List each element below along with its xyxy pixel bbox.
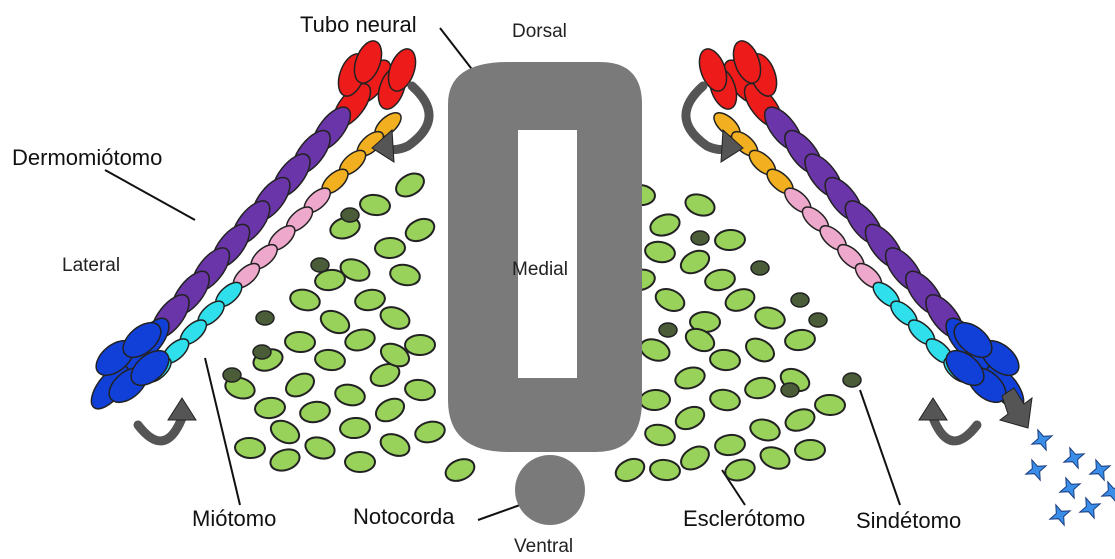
sclerotome-cell [267, 416, 303, 447]
sclerotome-cell [282, 369, 318, 401]
sclerotome-cell [303, 434, 338, 462]
leader-line [860, 390, 900, 505]
star-cell-icon [1050, 505, 1070, 525]
sclerotome-cell [649, 458, 681, 482]
curved-arrow-icon [933, 418, 977, 441]
sclerotome-dark-cell [781, 383, 799, 397]
sclerotome-dark-cell [843, 373, 861, 387]
star-cell-icon [1032, 430, 1052, 450]
sclerotome-cell [372, 394, 408, 426]
sclerotome-cell [795, 439, 826, 460]
sclerotome-cell [284, 331, 315, 353]
sclerotome-cell [652, 285, 688, 315]
sclerotome-dark-cell [223, 368, 241, 382]
sclerotome-dark-cell [341, 208, 359, 222]
star-cell-icon [1090, 460, 1110, 480]
sclerotome-cell [333, 382, 367, 408]
sclerotome-dark-cell [311, 258, 329, 272]
label-sindetomo: Sindétomo [856, 510, 961, 532]
sclerotome-cell [714, 229, 745, 251]
sclerotome-cell [339, 417, 371, 440]
label-ventral: Ventral [514, 537, 573, 556]
sclerotome-dark-cell [791, 293, 809, 307]
sclerotome-dark-cell [253, 345, 271, 359]
sclerotome-cell [648, 211, 683, 239]
leader-line [105, 170, 195, 220]
sclerotome-cell [748, 416, 782, 443]
sclerotome-cell [683, 191, 718, 220]
sclerotome-dark-cell [809, 313, 827, 327]
label-medial: Medial [512, 260, 568, 279]
sclerotome-cell [782, 405, 817, 434]
sclerotome-cell [757, 443, 792, 472]
sclerotome-dark-cell [751, 261, 769, 275]
sclerotome-cell [377, 303, 412, 333]
sclerotome-cell [708, 387, 741, 412]
sclerotome-cell [722, 285, 757, 315]
sclerotome-cell [392, 169, 428, 201]
sclerotome-cell [298, 400, 331, 425]
sclerotome-dark-cell [256, 311, 274, 325]
star-cell-icon [1060, 478, 1080, 498]
sclerotome-cell [643, 240, 676, 265]
sclerotome-cell [345, 452, 375, 472]
sclerotome-cell [643, 422, 677, 448]
sclerotome-cell [359, 193, 391, 217]
sclerotome-cell [442, 455, 477, 485]
sclerotome-cell [405, 335, 435, 356]
sclerotome-cell [815, 394, 846, 415]
star-cell-icon [1080, 498, 1100, 518]
arrow-right-icon [1000, 388, 1032, 428]
sclerotome-cell [402, 215, 438, 246]
sclerotome-dark-cell [691, 231, 709, 245]
curved-arrow-icon [138, 418, 182, 441]
sclerotome-cell [714, 433, 746, 457]
sclerotome-cell [672, 402, 708, 433]
sclerotome-cell [314, 348, 346, 372]
star-cell-icon [1102, 482, 1115, 502]
sclerotome-cell [375, 237, 406, 258]
sclerotome-cell [709, 348, 741, 371]
sclerotome-cell [677, 246, 713, 277]
sclerotome-cell [612, 455, 648, 486]
sclerotome-cell [703, 267, 736, 292]
sclerotome-dark-cell [659, 323, 677, 337]
sclerotome-cell [288, 287, 322, 314]
sclerotome-cell [743, 375, 777, 401]
label-notocorda: Notocorda [353, 506, 455, 528]
label-dermomiotomo: Dermomiótomo [12, 147, 162, 169]
sclerotome-cell [673, 364, 708, 392]
curved-arrow-icon-head [168, 398, 196, 420]
sclerotome-cell [784, 328, 816, 352]
sclerotome-cell [234, 437, 265, 459]
sclerotome-cell [413, 419, 447, 446]
curved-arrow-icon-head [919, 398, 947, 420]
sclerotome-cell [317, 306, 353, 337]
label-esclerotomo: Esclerótomo [683, 508, 805, 530]
label-miotomo: Miótomo [192, 508, 276, 530]
sclerotome-cell [637, 335, 672, 364]
sclerotome-cell [388, 262, 422, 288]
star-cell-icon [1026, 460, 1046, 480]
sclerotome-cell [268, 446, 303, 475]
sclerotome-cell [404, 378, 437, 402]
star-cell-icon [1064, 448, 1084, 468]
neural-tube [448, 62, 642, 452]
sclerotome-cell [639, 389, 670, 411]
sclerotome-cell [753, 304, 787, 331]
sclerotome-cell [677, 442, 713, 474]
label-tubo-neural: Tubo neural [300, 14, 417, 36]
syndetome-cells [1026, 430, 1115, 525]
notochord [515, 455, 585, 525]
leader-line [478, 505, 520, 520]
sclerotome-cell [377, 430, 412, 460]
sclerotome-cell [353, 287, 386, 312]
sclerotome-cell [254, 396, 286, 419]
label-dorsal: Dorsal [512, 22, 567, 41]
label-lateral: Lateral [62, 256, 120, 275]
sclerotome-cell [742, 334, 778, 366]
